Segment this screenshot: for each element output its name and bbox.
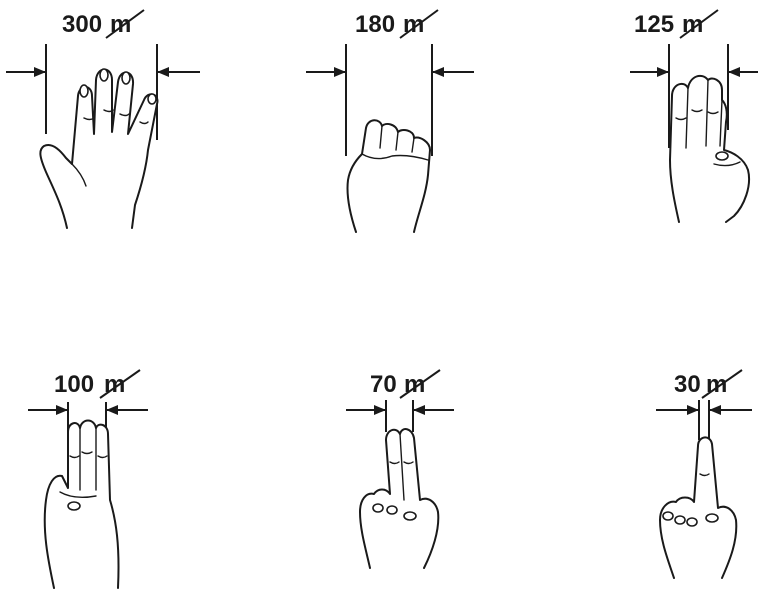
panel-180m: 180 m — [306, 10, 474, 232]
svg-text:180: 180 — [355, 11, 395, 38]
svg-text:70: 70 — [370, 371, 397, 398]
svg-text:100: 100 — [54, 371, 94, 398]
distance-label: 100 m — [54, 370, 140, 398]
distance-label: 125 m — [634, 10, 718, 38]
panel-30m: 30 m — [656, 370, 752, 578]
width-indicator — [346, 400, 454, 432]
panel-70m: 70 m — [346, 370, 454, 568]
svg-text:125: 125 — [634, 11, 674, 38]
four-fingers-icon — [670, 76, 749, 222]
panel-100m: 100 m — [28, 370, 148, 588]
two-fingers-icon — [360, 429, 438, 568]
distance-label: 300 m — [62, 10, 144, 38]
three-fingers-icon — [45, 421, 119, 589]
panel-300m: 300 m — [6, 10, 200, 228]
distance-label: 70 m — [370, 370, 440, 398]
fist-icon — [347, 120, 430, 232]
distance-label: 180 m — [355, 10, 438, 38]
svg-text:m: m — [110, 11, 131, 38]
width-indicator — [656, 400, 752, 440]
svg-text:30: 30 — [674, 371, 701, 398]
distance-label: 30 m — [674, 370, 742, 398]
one-finger-icon — [660, 437, 736, 578]
open-hand-icon — [40, 69, 157, 228]
panel-125m: 125 m — [630, 10, 758, 222]
svg-text:300: 300 — [62, 11, 102, 38]
